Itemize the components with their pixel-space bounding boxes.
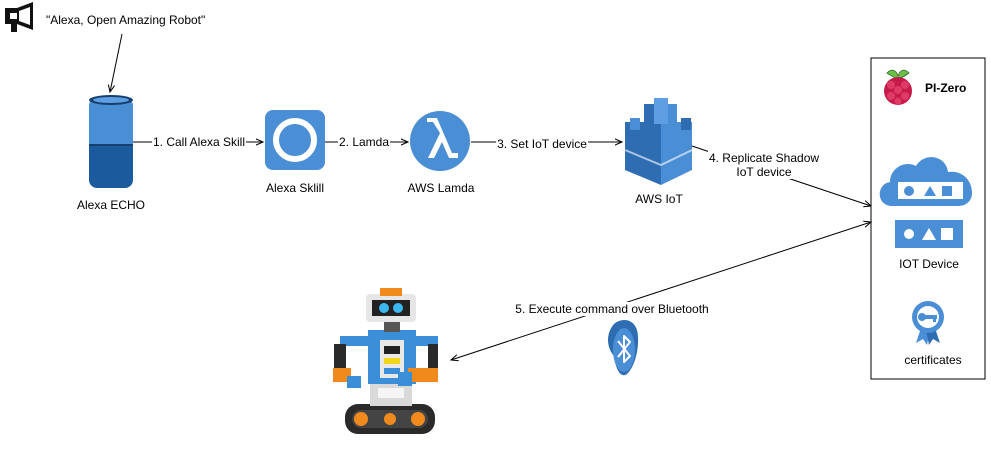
- lambda-icon: [410, 111, 470, 171]
- megaphone-to-echo-arrow: [110, 33, 123, 92]
- edge-label-lamda: 2. Lamda: [337, 135, 391, 149]
- edge-label-iot-device: IoT device: [735, 165, 793, 179]
- megaphone-icon: [5, 2, 33, 32]
- edge-label-call-skill: 1. Call Alexa Skill: [151, 135, 247, 149]
- alexa-skill-label: Alexa Sklill: [265, 181, 325, 195]
- aws-iot-icon: [624, 98, 693, 185]
- edge-label-set-iot: 3. Set IoT device: [496, 137, 588, 151]
- alexa-skill-icon: [265, 110, 325, 170]
- pi-to-robot-arrow: [451, 222, 871, 360]
- aws-iot-label: AWS IoT: [635, 192, 683, 206]
- certificate-icon: [912, 301, 944, 345]
- pi-zero-label: PI-Zero: [925, 81, 967, 95]
- edge-label-replicate-shadow: 4. Replicate Shadow: [707, 151, 821, 165]
- certificates-label: certificates: [904, 353, 962, 367]
- aws-lambda-label: AWS Lamda: [407, 181, 475, 195]
- iot-device-icon: [895, 220, 963, 248]
- echo-speaker-icon: [89, 95, 133, 188]
- alexa-echo-label: Alexa ECHO: [76, 198, 146, 212]
- raspberry-pi-icon: [884, 69, 912, 105]
- bluetooth-icon: [608, 320, 639, 376]
- robot-image: [333, 288, 438, 434]
- iot-cloud-icon: [879, 157, 972, 206]
- voice-command-label: "Alexa, Open Amazing Robot": [46, 13, 206, 27]
- edge-label-bluetooth: 5. Execute command over Bluetooth: [514, 302, 710, 316]
- iot-device-label: IOT Device: [899, 257, 959, 271]
